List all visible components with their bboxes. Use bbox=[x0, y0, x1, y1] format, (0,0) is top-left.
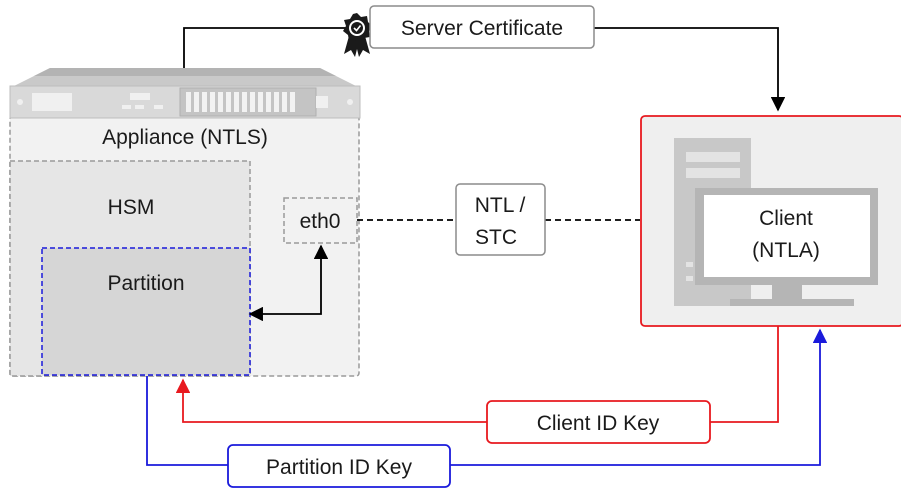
partition-label: Partition bbox=[107, 272, 184, 295]
partition-id-key-box bbox=[227, 444, 451, 488]
ntl-label-line1: NTL / bbox=[475, 194, 526, 217]
eth0-label: eth0 bbox=[300, 210, 341, 233]
ntl-stc-box bbox=[455, 183, 546, 256]
client-id-key-connector bbox=[183, 326, 779, 423]
appliance-label: Appliance (NTLS) bbox=[102, 126, 268, 149]
hsm-label: HSM bbox=[108, 196, 155, 219]
rack-server-icon bbox=[9, 68, 361, 119]
partition-box bbox=[41, 247, 251, 376]
client-id-key-label: Client ID Key bbox=[537, 412, 660, 435]
certificate-seal-icon bbox=[343, 13, 372, 57]
server-certificate-box bbox=[369, 5, 595, 49]
client-label-line1: Client bbox=[759, 207, 813, 230]
partition-id-key-connector bbox=[146, 330, 820, 466]
client-label-line2: (NTLA) bbox=[752, 239, 820, 262]
desktop-workstation-icon bbox=[674, 138, 878, 306]
ntl-label-line2: STC bbox=[475, 226, 517, 249]
client-id-key-box bbox=[486, 400, 711, 444]
server-certificate-label: Server Certificate bbox=[401, 17, 563, 40]
eth0-partition-connector bbox=[248, 244, 329, 322]
certificate-connector bbox=[183, 27, 778, 110]
partition-id-key-label: Partition ID Key bbox=[266, 456, 412, 479]
eth0-box bbox=[283, 197, 358, 244]
